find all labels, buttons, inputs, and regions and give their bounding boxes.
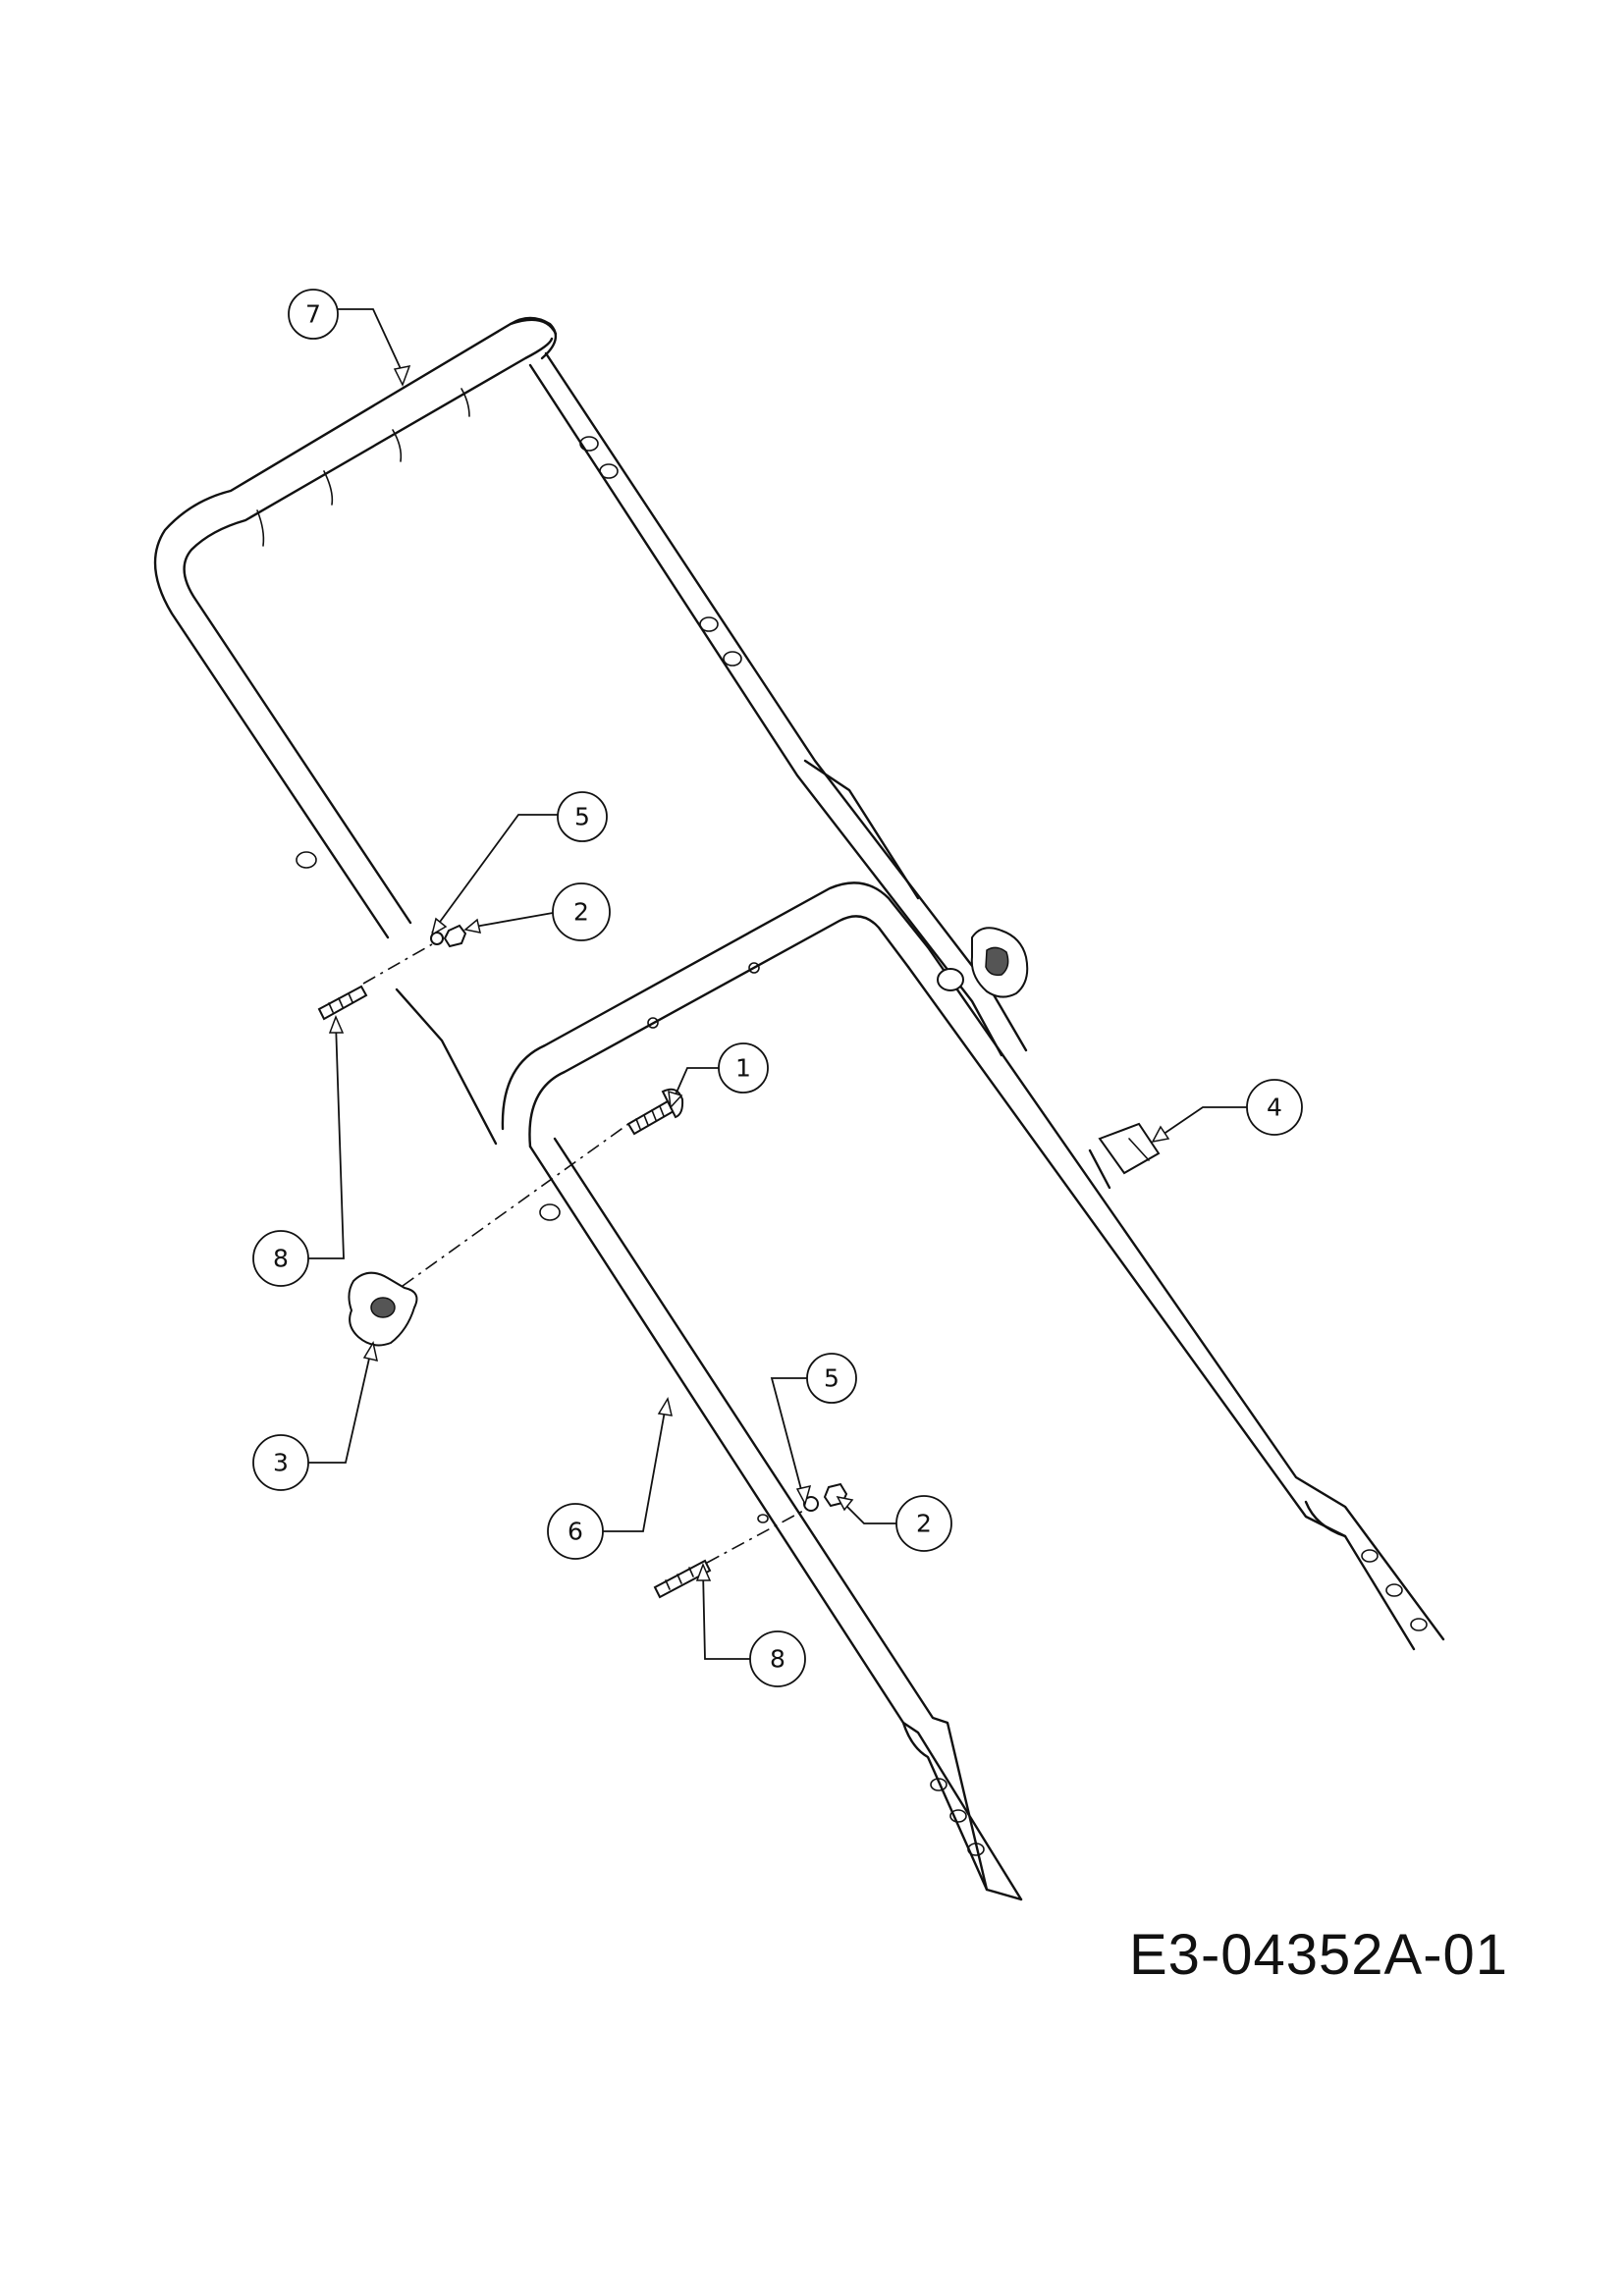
callout-2-bottom: 2 — [895, 1495, 952, 1552]
callout-label: 2 — [916, 1510, 932, 1538]
callout-2-top: 2 — [552, 882, 611, 941]
callout-label: 5 — [574, 803, 590, 831]
lower-handle — [501, 881, 1445, 1901]
callout-label: 3 — [273, 1449, 289, 1477]
callout-1: 1 — [718, 1042, 769, 1094]
callout-label: 6 — [568, 1518, 583, 1546]
callout-3: 3 — [252, 1434, 309, 1491]
callout-6: 6 — [547, 1503, 604, 1560]
callout-8-bottom: 8 — [749, 1630, 806, 1687]
cable-clip — [1088, 1122, 1161, 1190]
callout-label: 8 — [273, 1245, 289, 1273]
callout-label: 2 — [573, 898, 589, 927]
callout-label: 8 — [770, 1645, 785, 1674]
upper-handle — [153, 316, 1028, 1146]
washer-nut-top — [430, 924, 467, 948]
bolt-part-8-bottom — [653, 1559, 712, 1599]
assembly-lines — [362, 943, 806, 1564]
callout-label: 7 — [305, 300, 321, 329]
drawing-code: E3-04352A-01 — [1129, 1923, 1509, 1987]
callout-label: 5 — [824, 1364, 839, 1393]
callout-8-top: 8 — [252, 1230, 309, 1287]
callout-leaders — [308, 308, 1247, 1660]
knob-part-3 — [348, 1271, 418, 1347]
callout-label: 4 — [1267, 1094, 1282, 1122]
callout-4: 4 — [1246, 1079, 1303, 1136]
bolt-part-8-top — [317, 985, 368, 1021]
callout-label: 1 — [735, 1054, 751, 1083]
callout-5-top: 5 — [557, 791, 608, 842]
callout-7: 7 — [288, 289, 339, 340]
knob-right — [970, 927, 1029, 998]
callout-5-bottom: 5 — [806, 1353, 857, 1404]
